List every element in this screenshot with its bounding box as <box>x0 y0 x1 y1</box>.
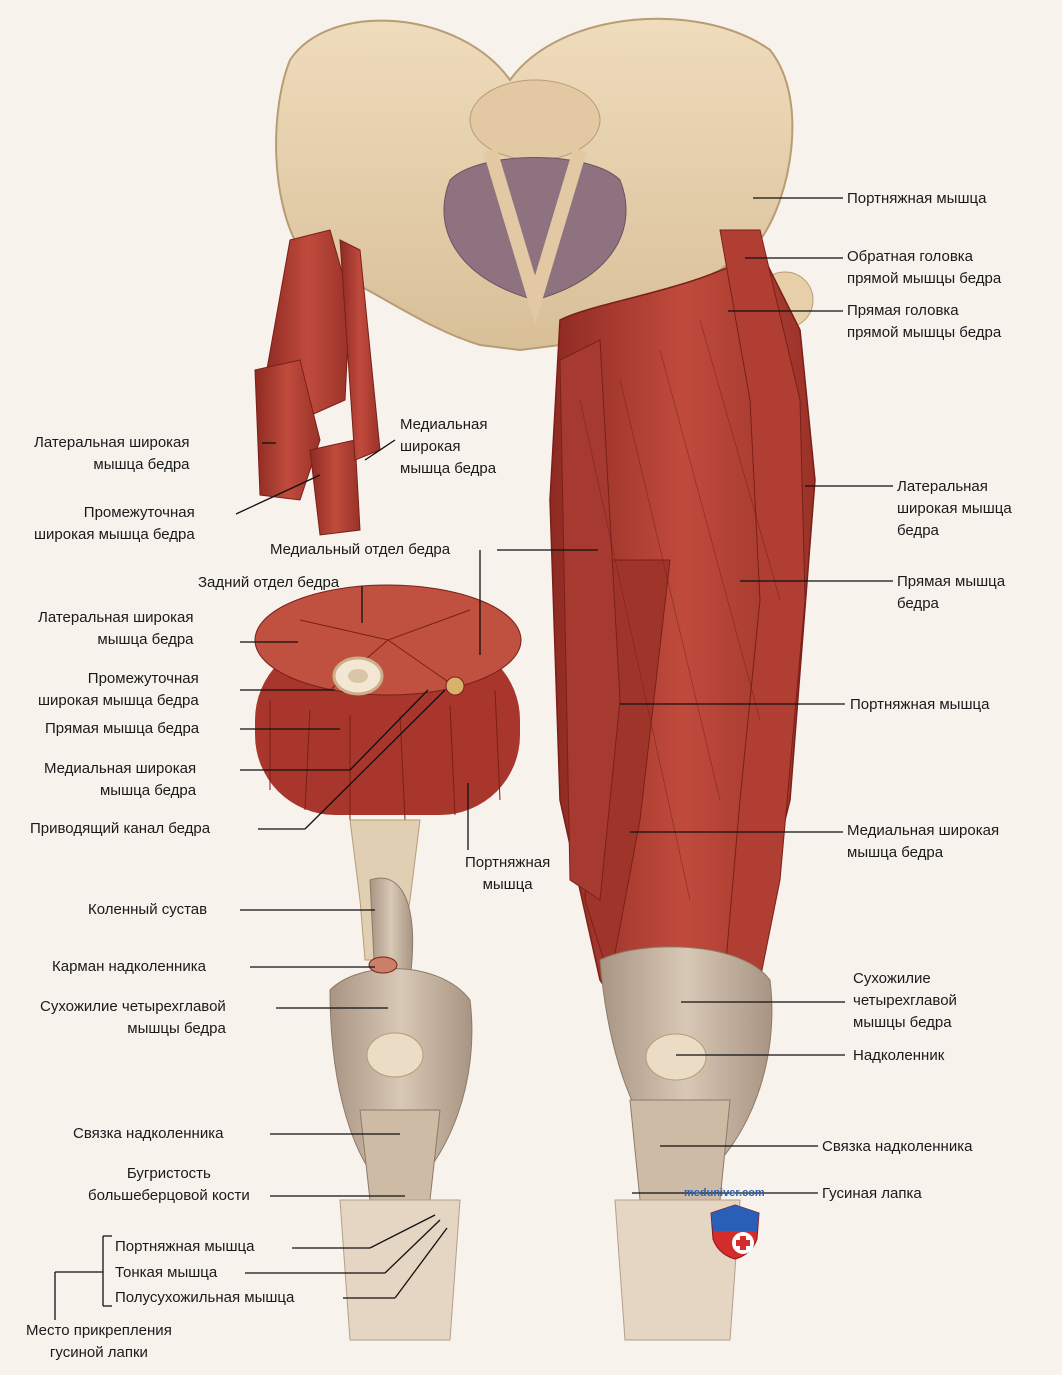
label-patellar-ligament-left: Связка надколенника <box>73 1125 224 1142</box>
label-rectus-cs: Прямая мышца бедра <box>45 720 200 737</box>
label-suprapatellar-bursa: Карман надколенника <box>52 958 206 975</box>
label-gracilis: Тонкая мышца <box>115 1264 218 1281</box>
right-thigh <box>549 229 816 1041</box>
label-semitendinosus: Полусухожильная мышца <box>115 1289 295 1306</box>
label-knee-joint: Коленный сустав <box>88 901 208 918</box>
right-knee <box>599 946 773 1341</box>
left-knee <box>329 819 473 1341</box>
label-medial-compartment: Медиальный отдел бедра <box>270 541 451 558</box>
leader-lines <box>54 197 893 1320</box>
label-patella: Надколенник <box>853 1047 945 1064</box>
watermark-text: meduniver.com <box>684 1187 765 1199</box>
thigh-cross-section <box>254 584 522 821</box>
label-sartorius-mid: Портняжная мышца <box>850 696 990 713</box>
label-sartorius-low: Портняжная мышца <box>115 1238 255 1255</box>
label-patellar-ligament-right: Связка надколенника <box>822 1138 973 1155</box>
label-sartorius-top: Портняжная мышца <box>847 190 987 207</box>
label-posterior-compartment: Задний отдел бедра <box>198 574 340 591</box>
label-adductor-canal: Приводящий канал бедра <box>30 820 211 837</box>
left-upper-muscles <box>254 229 381 536</box>
medical-shield-icon <box>710 1204 760 1260</box>
label-pes-anserinus: Гусиная лапка <box>822 1185 922 1202</box>
